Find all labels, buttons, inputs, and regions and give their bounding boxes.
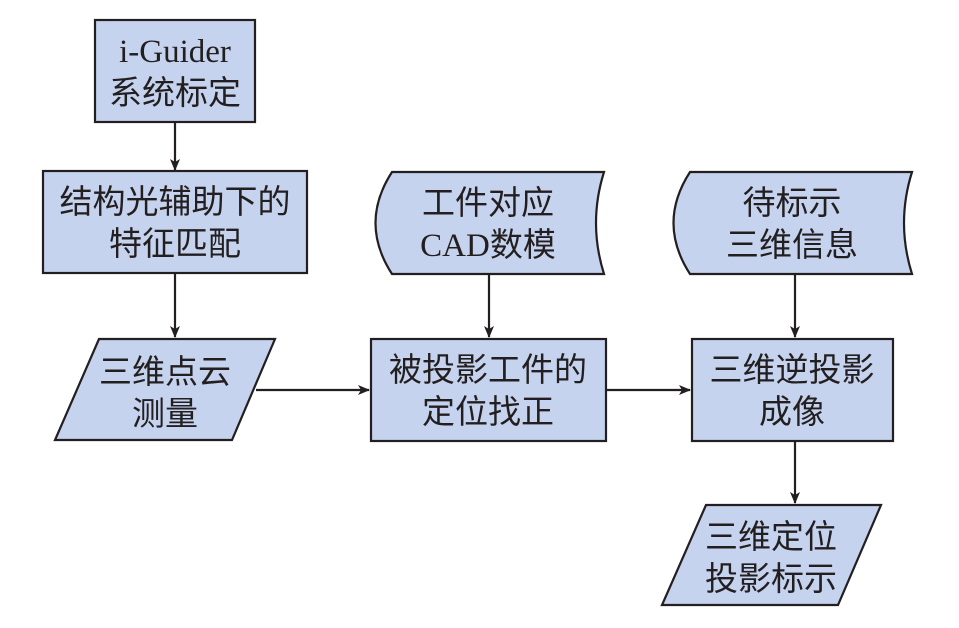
node-info-3d: 待标示 三维信息 [672, 170, 914, 276]
node-projection-marking: 三维定位 投影标示 [660, 503, 883, 607]
node-projection-marking-line1: 三维定位 [705, 517, 837, 556]
node-calibration: i-Guider 系统标定 [93, 18, 257, 124]
edges [170, 122, 800, 504]
node-reverse-projection-line2: 成像 [759, 392, 825, 431]
stored-data-shape [672, 170, 914, 276]
node-feature-match: 结构光辅助下的 特征匹配 [41, 169, 309, 275]
node-feature-match-line1: 结构光辅助下的 [60, 182, 291, 221]
node-workpiece-align-line1: 被投影工件的 [389, 350, 587, 389]
stored-data-shape [374, 170, 606, 276]
node-point-cloud-line1: 三维点云 [99, 352, 231, 391]
process-box [93, 18, 257, 124]
node-calibration-line1: i-Guider [119, 34, 231, 70]
node-workpiece-align-line2: 定位找正 [422, 392, 554, 431]
node-cad-model: 工件对应 CAD数模 [374, 170, 606, 276]
node-point-cloud-line2: 测量 [132, 394, 198, 433]
node-info-3d-line2: 三维信息 [726, 225, 858, 264]
process-box [690, 337, 895, 443]
data-parallelogram [53, 337, 277, 442]
data-parallelogram [660, 503, 883, 607]
node-calibration-line2: 系统标定 [109, 73, 241, 112]
process-box [41, 169, 309, 275]
node-cad-model-line2: CAD数模 [420, 227, 556, 264]
node-cad-model-line1: 工件对应 [422, 183, 554, 222]
node-workpiece-align: 被投影工件的 定位找正 [369, 337, 608, 443]
node-reverse-projection: 三维逆投影 成像 [690, 337, 895, 443]
process-box [369, 337, 608, 443]
node-info-3d-line1: 待标示 [743, 183, 842, 222]
node-feature-match-line2: 特征匹配 [109, 224, 241, 263]
node-reverse-projection-line1: 三维逆投影 [710, 350, 875, 389]
node-projection-marking-line2: 投影标示 [705, 559, 837, 598]
node-point-cloud: 三维点云 测量 [53, 337, 277, 442]
